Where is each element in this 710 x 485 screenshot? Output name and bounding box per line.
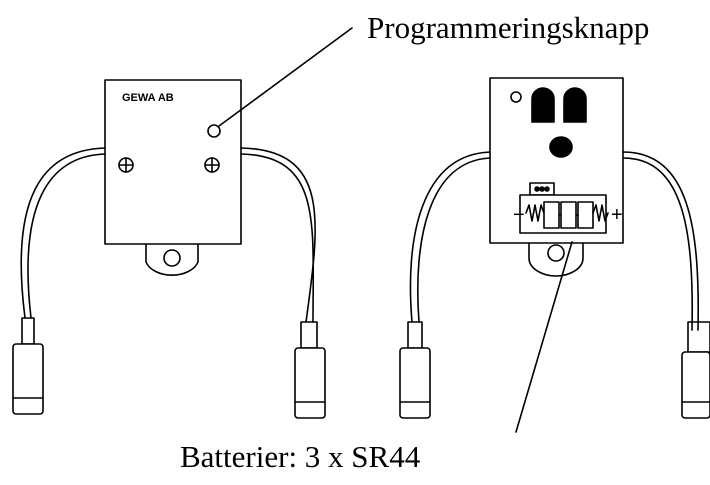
front-left-sensor [12,343,44,415]
back-slot-right [563,87,587,123]
back-mount-tab [528,235,584,277]
front-right-cable [240,147,326,419]
front-screw-left [118,157,134,173]
front-screw-right [204,157,220,173]
front-right-sensor [294,347,326,419]
battery-1 [543,201,560,229]
front-left-cable [12,147,106,415]
programming-button-label: Programmeringsknapp [367,10,650,45]
back-left-sensor [399,347,431,419]
back-left-cable [399,151,491,419]
front-mount-tab [145,242,199,276]
batteries-label: Batterier: 3 x SR44 [180,439,421,474]
back-view-device [489,77,624,277]
battery-spring-right [592,204,609,222]
back-small-hole [510,91,522,103]
battery-leader [515,241,573,433]
back-mount-hole [547,244,565,262]
programming-button-hole [207,124,221,138]
back-right-cable [622,151,710,419]
back-slot-left [531,87,555,123]
back-black-dot [549,136,573,158]
battery-3 [577,201,594,229]
battery-plus-sign: + [611,204,623,226]
battery-spring-left [525,204,545,222]
brand-label: GEWA AB [122,92,174,104]
back-right-sensor [681,351,710,419]
battery-2 [560,201,577,229]
front-mount-hole [163,249,181,267]
front-view-device [104,79,242,276]
battery-minus-sign: − [513,204,525,226]
programming-button-leader [218,27,353,127]
